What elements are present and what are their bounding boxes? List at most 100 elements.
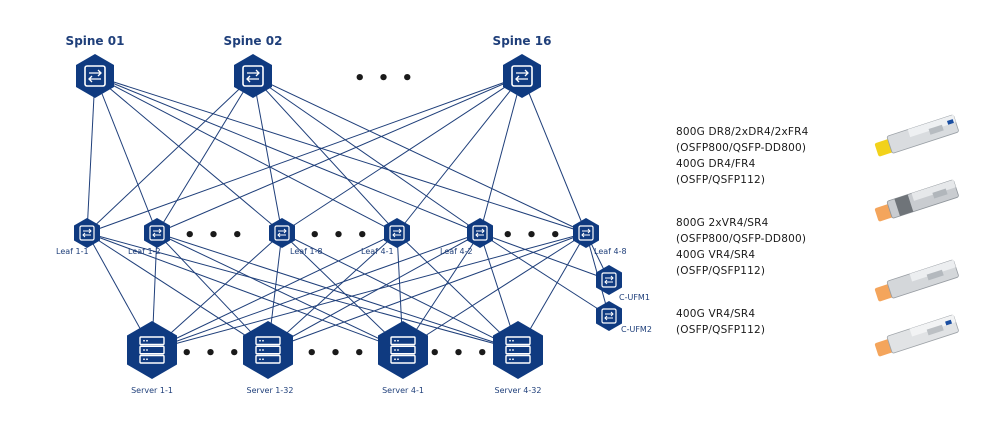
server-leaf-link — [156, 232, 269, 351]
server-leaf-link — [151, 232, 481, 351]
spine-leaf-link — [156, 75, 523, 234]
switch-icon — [389, 225, 405, 241]
switch-icon — [84, 65, 106, 87]
ufm-node — [596, 301, 622, 331]
server-leaf-link — [151, 232, 587, 351]
leaf-label: Leaf 1-8 — [290, 247, 323, 256]
leaf-ellipsis: • • • — [184, 225, 246, 246]
server-leaf-link — [86, 232, 404, 351]
server-rack-icon — [505, 336, 531, 364]
server-hex — [243, 321, 293, 379]
leaf-node — [74, 218, 100, 248]
spec-line: 400G DR4/FR4 — [676, 158, 756, 170]
leaf-node — [573, 218, 599, 248]
server-node — [243, 321, 293, 379]
spine-leaf-link — [86, 75, 254, 234]
spec-line: 800G DR8/2xDR4/2xFR4 — [676, 126, 809, 138]
switch-icon — [79, 225, 95, 241]
spine-ellipsis: • • • — [354, 68, 416, 89]
leaf-node — [467, 218, 493, 248]
transceiver-module-image — [874, 259, 959, 302]
spec-group-800g-vr: 800G 2xVR4/SR4 (OSFP800/QSFP-DD800) 400G… — [676, 215, 866, 279]
spine-node — [503, 54, 541, 98]
spine-leaf-link — [396, 75, 523, 234]
ufm-link — [479, 232, 610, 317]
spec-line: (OSFP/QSFP112) — [676, 324, 766, 336]
leaf-hex — [467, 218, 493, 248]
server-leaf-link — [156, 232, 404, 351]
server-rack-icon — [255, 336, 281, 364]
spine-node — [234, 54, 272, 98]
spine-node — [76, 54, 114, 98]
spine-16-hex — [503, 54, 541, 98]
spine-leaf-link — [94, 75, 283, 234]
server-hex — [127, 321, 177, 379]
leaf-hex — [573, 218, 599, 248]
leaf-ellipsis: • • • — [309, 225, 371, 246]
leaf-label: Leaf 4-2 — [440, 247, 473, 256]
server-ellipsis: • • • — [429, 343, 491, 364]
switch-icon — [578, 225, 594, 241]
ufm-label: C-UFM1 — [619, 293, 650, 302]
server-label: Server 1-32 — [247, 386, 294, 395]
spine-leaf-link — [94, 75, 158, 234]
switch-icon — [242, 65, 264, 87]
spine-leaf-link — [86, 75, 523, 234]
spec-line: 400G VR4/SR4 — [676, 249, 756, 261]
server-leaf-link — [267, 232, 481, 351]
ufm-hex — [596, 265, 622, 295]
leaf-hex — [74, 218, 100, 248]
ufm-link — [479, 232, 610, 281]
spine-leaf-link — [479, 75, 523, 234]
spine-leaf-link — [156, 75, 254, 234]
server-rack-icon — [390, 336, 416, 364]
ufm-label: C-UFM2 — [621, 325, 652, 334]
leaf-node — [269, 218, 295, 248]
server-node — [493, 321, 543, 379]
server-leaf-link — [151, 232, 283, 351]
switch-icon — [274, 225, 290, 241]
leaf-hex — [384, 218, 410, 248]
ufm-hex — [596, 301, 622, 331]
spec-line: (OSFP/QSFP112) — [676, 265, 766, 277]
leaf-hex — [269, 218, 295, 248]
leaf-label: Leaf 4-8 — [594, 247, 627, 256]
switch-icon — [472, 225, 488, 241]
spine-leaf-link — [252, 75, 587, 234]
transceiver-module-image — [874, 179, 959, 222]
server-ellipsis: • • • — [306, 343, 368, 364]
server-label: Server 4-32 — [495, 386, 542, 395]
spec-line: (OSFP800/QSFP-DD800) — [676, 142, 807, 154]
transceiver-images — [865, 100, 975, 370]
server-leaf-link — [281, 232, 519, 351]
server-hex — [378, 321, 428, 379]
server-leaf-link — [156, 232, 519, 351]
spec-group-400g-vr: 400G VR4/SR4 (OSFP/QSFP112) — [676, 306, 866, 338]
server-leaf-link — [402, 232, 587, 351]
spine-leaf-link — [281, 75, 523, 234]
spec-line: 800G 2xVR4/SR4 — [676, 217, 769, 229]
switch-icon — [149, 225, 165, 241]
server-leaf-link — [396, 232, 519, 351]
leaf-hex — [144, 218, 170, 248]
switch-icon — [511, 65, 533, 87]
links — [86, 75, 610, 351]
spine-leaf-link — [252, 75, 481, 234]
leaf-label: Leaf 1-1 — [56, 247, 89, 256]
spine-label: Spine 01 — [66, 34, 125, 48]
spec-line: (OSFP/QSFP112) — [676, 174, 766, 186]
spec-group-800g-dr: 800G DR8/2xDR4/2xFR4 (OSFP800/QSFP-DD800… — [676, 124, 866, 188]
server-node — [127, 321, 177, 379]
spine-leaf-link — [94, 75, 481, 234]
spine-leaf-link — [521, 75, 587, 234]
spec-line: 400G VR4/SR4 — [676, 308, 756, 320]
server-leaf-link — [281, 232, 404, 351]
server-node — [378, 321, 428, 379]
spine-02-hex — [234, 54, 272, 98]
server-hex — [493, 321, 543, 379]
spine-label: Spine 02 — [224, 34, 283, 48]
leaf-ellipsis: • • • — [502, 225, 564, 246]
spine-leaf-link — [86, 75, 96, 234]
server-rack-icon — [139, 336, 165, 364]
